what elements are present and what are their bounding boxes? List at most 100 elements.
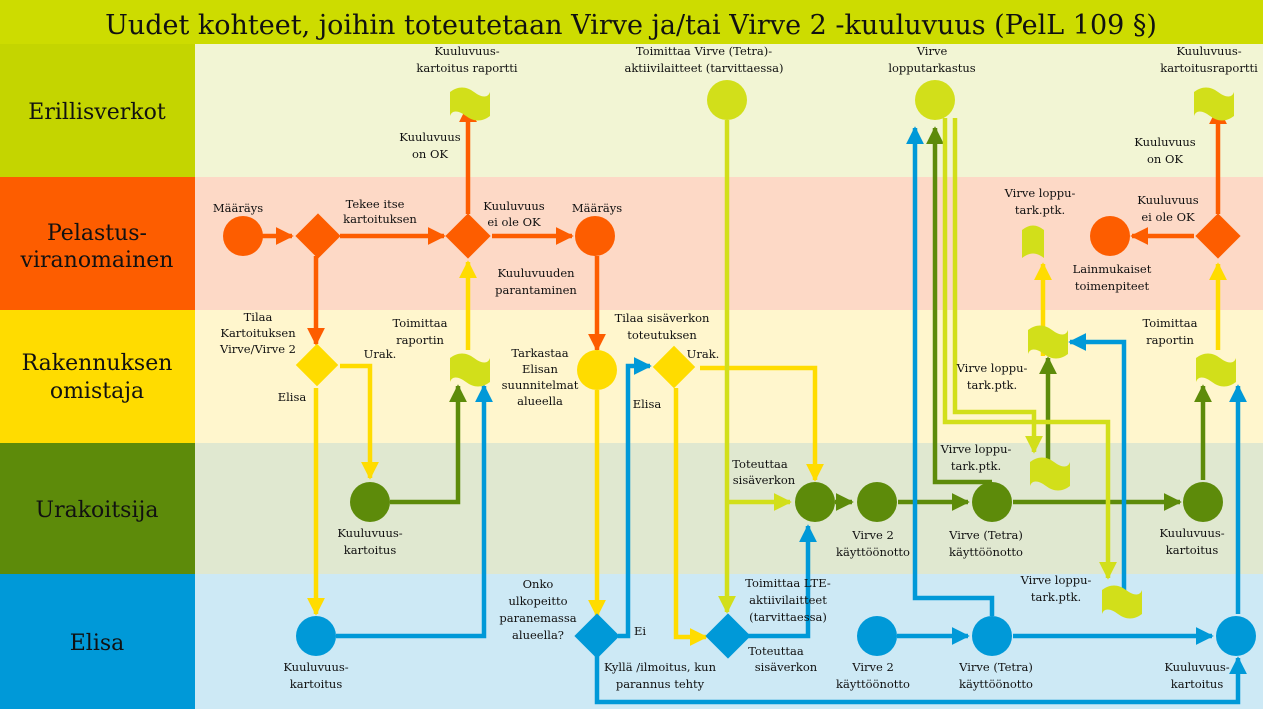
label-toteuttaa-u-1: Toteuttaa xyxy=(732,457,788,471)
doc-toimittaa-raportin-2 xyxy=(1196,353,1236,387)
doc-virve-ptk-p xyxy=(1022,225,1044,258)
label-vlp-e-1: Virve loppu- xyxy=(1020,573,1092,587)
label-toim-virve-1: Toimittaa Virve (Tetra)- xyxy=(636,44,772,58)
label-vlp-e-2: tark.ptk. xyxy=(1031,590,1081,604)
label-tarkastaa-2: Elisan xyxy=(522,362,559,376)
title-bar xyxy=(0,0,1263,44)
doc-virve-ptk-r xyxy=(1028,325,1068,359)
label-urak-1: Urak. xyxy=(364,347,397,361)
node-toimittaa-virve xyxy=(707,80,747,120)
label-virve-loppu-1: Virve xyxy=(916,44,948,58)
label-elisa-1: Elisa xyxy=(278,390,307,404)
arrow-kartoitus-to-raportti xyxy=(390,384,467,505)
label-virve-loppu-2: lopputarkastus xyxy=(888,61,975,75)
node-toteuttaa-u xyxy=(795,482,835,522)
lane-header-elisa xyxy=(0,574,195,709)
label-toim-lte-2: aktiivilaitteet xyxy=(749,593,827,607)
lane-label-erillisverkot: Erillisverkot xyxy=(28,100,166,125)
label-kuul-kart-u2-2: kartoitus xyxy=(1166,543,1219,557)
label-maarays-1: Määräys xyxy=(213,201,263,215)
label-kuul-kart-u2-1: Kuuluvuus- xyxy=(1159,526,1224,540)
label-vlp-u-1: Virve loppu- xyxy=(940,442,1012,456)
node-virve-lopputarkastus xyxy=(915,80,955,120)
label-lainmuk-2: toimenpiteet xyxy=(1075,279,1150,293)
lane-header-erillisverkot xyxy=(0,44,195,177)
label-tilaa-kart-2: Kartoituksen xyxy=(220,326,296,340)
node-tarkastaa xyxy=(577,350,617,390)
node-decision-kuuluvuus-2 xyxy=(1195,213,1241,259)
label-vlp-r-2: tark.ptk. xyxy=(967,378,1017,392)
lane-label-rakennuksen-2: omistaja xyxy=(50,379,144,404)
node-kuuluvuus-kartoitus-e2 xyxy=(1216,616,1256,656)
label-toim-rap-1: Toimittaa xyxy=(393,316,448,330)
label-kuul-ok2-1: Kuuluvuus xyxy=(1134,135,1196,149)
label-kuul-ok-2: on OK xyxy=(412,147,448,161)
lane-label-rakennuksen-1: Rakennuksen xyxy=(22,351,173,376)
label-kuul-ei-ok2-1: Kuuluvuus xyxy=(1137,193,1199,207)
lane-label-pelastus-2: viranomainen xyxy=(20,248,174,273)
label-kuul-parant-1: Kuuluvuuden xyxy=(497,266,575,280)
label-virve2-e-1: Virve 2 xyxy=(851,660,894,674)
lane-header-pelastus xyxy=(0,177,195,310)
label-vlp-p-1: Virve loppu- xyxy=(1004,186,1076,200)
label-virvetetra-u-1: Virve (Tetra) xyxy=(948,528,1023,542)
label-elisa-2: Elisa xyxy=(633,397,662,411)
label-onko-1: Onko xyxy=(523,577,554,591)
nodes xyxy=(223,80,1256,659)
arrow-tetrae-to-lopputarkastus xyxy=(906,126,995,616)
lane-header-rakennuksen xyxy=(0,310,195,443)
label-kuul-kart-e2-1: Kuuluvuus- xyxy=(1164,660,1229,674)
label-kuul-kart-rap2-1: Kuuluvuus- xyxy=(1176,44,1241,58)
arrow-lopputarkastus-to-urak-ptk xyxy=(952,118,1043,454)
node-decision-onko xyxy=(574,613,620,659)
node-kuuluvuus-kartoitus-u xyxy=(350,482,390,522)
label-toim-rap2-1: Toimittaa xyxy=(1143,316,1198,330)
doc-toimittaa-raportin xyxy=(450,353,490,387)
label-kuul-ok-1: Kuuluvuus xyxy=(399,130,461,144)
label-kuul-ok2-2: on OK xyxy=(1147,152,1183,166)
label-kuul-kart-e2-2: kartoitus xyxy=(1171,677,1224,691)
label-tilaa-sis-1: Tilaa sisäverkon xyxy=(615,311,710,325)
label-toim-virve-2: aktiivilaitteet (tarvittaessa) xyxy=(624,61,783,75)
label-vlp-p-2: tark.ptk. xyxy=(1015,203,1065,217)
arrow-elisa-to-toteuttaa xyxy=(673,388,708,646)
node-kuuluvuus-kartoitus-u2 xyxy=(1183,482,1223,522)
label-virve2-u-2: käyttöönotto xyxy=(836,545,910,559)
label-virvetetra-e-1: Virve (Tetra) xyxy=(958,660,1033,674)
label-urak-2: Urak. xyxy=(687,347,720,361)
label-kuul-ei-ok2-2: ei ole OK xyxy=(1141,210,1195,224)
lane-backgrounds xyxy=(0,44,1263,709)
label-onko-4: alueella? xyxy=(512,628,564,642)
lane-label-pelastus-1: Pelastus- xyxy=(47,221,147,246)
arrow-lopputarkastus-to-elisa-ptk xyxy=(942,118,1117,580)
node-decision-tekee xyxy=(295,213,341,259)
arrow-kylla-to-kartoitus xyxy=(594,656,1247,705)
lane-label-elisa: Elisa xyxy=(70,631,125,656)
label-virve2-u-1: Virve 2 xyxy=(851,528,894,542)
node-virve-tetra-e xyxy=(972,616,1012,656)
arrow-urak-to-toteuttaa xyxy=(700,365,824,482)
label-virvetetra-e-2: käyttöönotto xyxy=(959,677,1033,691)
label-toteuttaa-e-1: Toteuttaa xyxy=(748,644,804,658)
arrow-urak-to-kartoitus xyxy=(340,363,379,480)
diagram-title: Uudet kohteet, joihin toteutetaan Virve … xyxy=(105,10,1157,41)
doc-kartoitus-raportti xyxy=(450,87,490,121)
label-tarkastaa-4: alueella xyxy=(517,394,563,408)
label-tekee-itse-1: Tekee itse xyxy=(346,197,405,211)
label-tilaa-kart-3: Virve/Virve 2 xyxy=(219,342,296,356)
label-tilaa-kart-1: Tilaa xyxy=(244,310,273,324)
label-toteuttaa-u-2: sisäverkon xyxy=(733,473,796,487)
label-kuul-kart-u-2: kartoitus xyxy=(344,543,397,557)
label-kuul-raportti-2: kartoitus raportti xyxy=(416,61,518,75)
arrow-ei-to-tilaa xyxy=(618,357,652,639)
connectors xyxy=(262,104,1247,705)
label-vlp-r-1: Virve loppu- xyxy=(956,361,1028,375)
node-decision-tilaa xyxy=(295,343,339,387)
label-onko-3: paranemassa xyxy=(499,611,576,625)
arrow-kartoitus-to-raportti-e xyxy=(336,384,493,639)
label-tarkastaa-1: Tarkastaa xyxy=(511,346,568,360)
label-toim-lte-1: Toimittaa LTE- xyxy=(745,576,831,590)
labels: Määräys Tekee itse kartoituksen Kuuluvuu… xyxy=(213,44,1258,691)
